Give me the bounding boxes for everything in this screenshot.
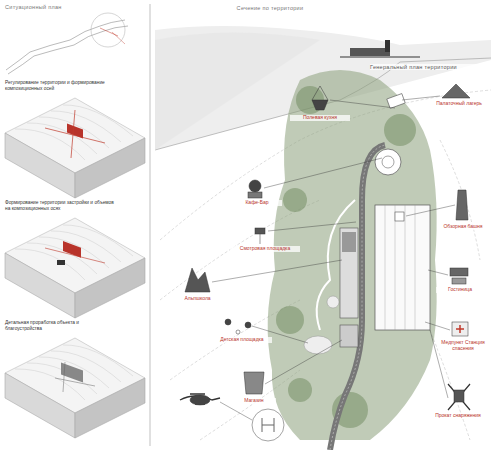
place-label: Магазин xyxy=(232,398,276,404)
place-label: Прокат снаряжения xyxy=(428,413,488,419)
tower xyxy=(395,212,404,221)
step-caption: Регулирование территории и формирование … xyxy=(5,80,115,91)
helipad xyxy=(252,409,284,441)
place-label: Детская площадка xyxy=(212,337,272,343)
terrain-block xyxy=(5,338,145,438)
shop xyxy=(340,325,358,347)
place-label: Полевая кухня xyxy=(290,115,350,121)
place-label: Смотровая площадка xyxy=(230,246,300,252)
place-label: Гостиница xyxy=(436,287,484,293)
leader-lines xyxy=(212,96,455,420)
heading: Ситуационный план xyxy=(5,4,145,10)
viewpoint-circle xyxy=(375,149,401,175)
place-label: Альпшкола xyxy=(170,296,225,302)
heading: Генеральный план территории xyxy=(370,64,488,70)
hotel xyxy=(375,205,430,330)
place-label: Обзорная башня xyxy=(438,224,488,230)
icons xyxy=(180,84,470,410)
step-caption: Детальная проработка объекта и благоустр… xyxy=(5,320,115,331)
place-label: Медпункт Станция спасения xyxy=(438,340,488,352)
divider xyxy=(150,4,151,446)
tents xyxy=(387,94,405,109)
place-label: Кафе-Бар xyxy=(232,200,282,206)
place-label: Палаточный лагерь xyxy=(430,101,488,107)
terrain-block xyxy=(5,98,145,198)
step-caption: Формирование территории застройки и объе… xyxy=(5,200,115,211)
playground xyxy=(304,336,332,354)
heading: Сечение по территории xyxy=(200,5,340,11)
terrain-block xyxy=(5,218,145,318)
alp-school xyxy=(340,228,358,318)
site-sketch xyxy=(6,13,128,74)
